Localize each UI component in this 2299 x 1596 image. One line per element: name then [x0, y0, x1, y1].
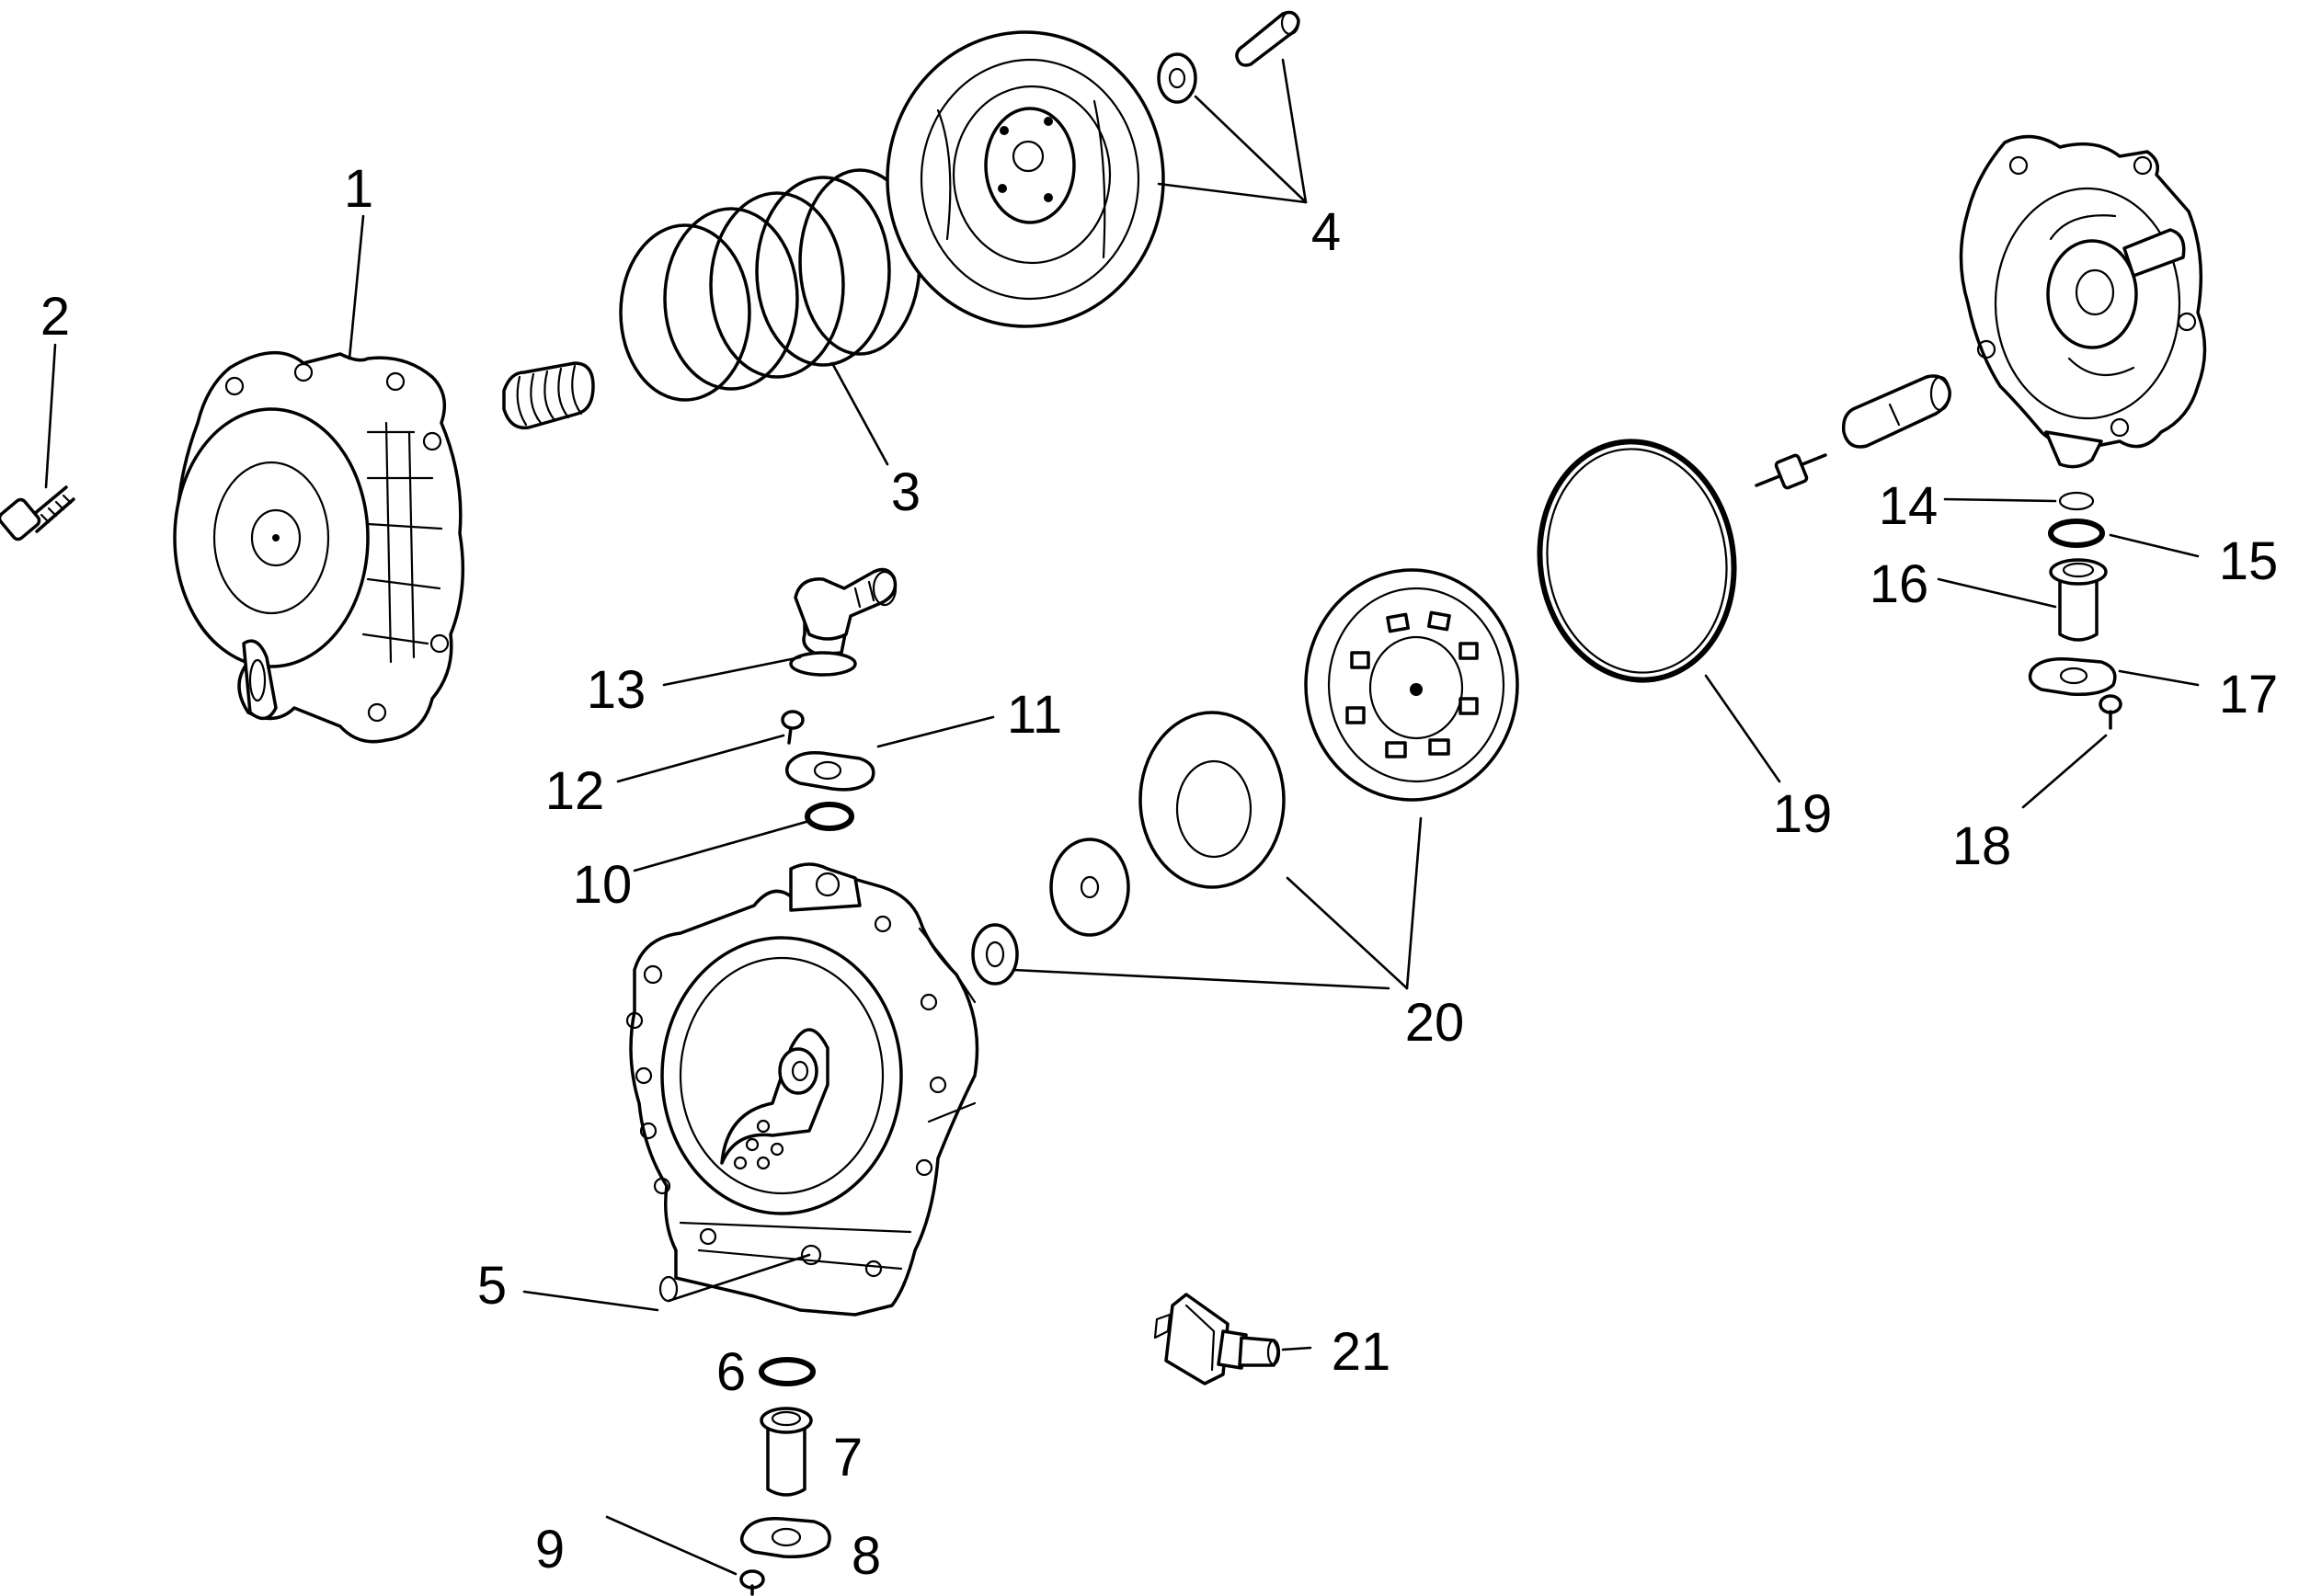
small-valve-pin: [1755, 453, 1827, 490]
part-20-impeller: [1304, 568, 1519, 802]
part-19-o-ring: [1537, 439, 1737, 683]
callout-14: 14: [1879, 476, 1939, 536]
part-1-pump-cover: [173, 351, 465, 744]
part-11-gasket: [785, 751, 875, 792]
part-6-seal: [759, 1357, 816, 1386]
callout-21: 21: [1332, 1322, 1391, 1382]
part-4-pin: [1235, 10, 1300, 67]
callout-20: 20: [1405, 993, 1465, 1053]
part-15-seal: [2048, 519, 2105, 548]
callout-3: 3: [891, 462, 921, 522]
part-8-gasket: [739, 1517, 831, 1559]
callout-10: 10: [573, 855, 633, 915]
callout-5: 5: [477, 1256, 507, 1316]
callout-8: 8: [852, 1526, 881, 1586]
callout-4: 4: [1311, 202, 1341, 262]
part-9-screw: [739, 1569, 765, 1596]
callout-18: 18: [1952, 816, 2012, 876]
part-17-gasket: [2028, 656, 2117, 697]
part-13-elbow-fitting: [789, 567, 898, 677]
callout-17: 17: [2219, 665, 2279, 724]
callout-7: 7: [833, 1428, 863, 1488]
callout-12: 12: [545, 761, 605, 821]
callout-labels: 1 2 3 4 5 6 7 8 9 10 11 12 13 14 15 16 1…: [40, 159, 2278, 1586]
callout-13: 13: [587, 660, 646, 720]
callout-15: 15: [2219, 531, 2279, 591]
callout-16: 16: [1870, 554, 1929, 614]
part-10-o-ring: [805, 802, 854, 831]
callout-1: 1: [344, 159, 373, 219]
callout-2: 2: [40, 287, 70, 347]
part-20-plate: [1138, 711, 1286, 889]
part-16-fitting: [2049, 558, 2108, 642]
part-4-washer: [1157, 52, 1197, 104]
part-18-screw: [2099, 694, 2122, 730]
part-2-bolt: [0, 485, 75, 542]
part-20-small-washer: [971, 923, 1019, 986]
pump-body-main: [625, 862, 979, 1317]
part-12-screw: [781, 710, 805, 745]
leader-lines: [44, 58, 2200, 1576]
part-4-diaphragm-plate: [886, 30, 1165, 328]
callout-19: 19: [1773, 784, 1833, 844]
part-20-washer: [1049, 838, 1130, 937]
shaft-sleeve: [1841, 374, 1951, 449]
part-3-spring: [619, 168, 921, 402]
callout-11: 11: [1007, 685, 1062, 745]
part-7-fitting: [760, 1407, 813, 1497]
part-21-fitting: [1153, 1293, 1281, 1385]
part-14-o-ring: [2058, 491, 2095, 511]
callout-6: 6: [716, 1342, 746, 1402]
part-5-o-ring: [658, 1275, 679, 1303]
pump-housing-right: [1959, 134, 2207, 469]
small-spring: [502, 361, 595, 430]
callout-9: 9: [535, 1520, 565, 1579]
